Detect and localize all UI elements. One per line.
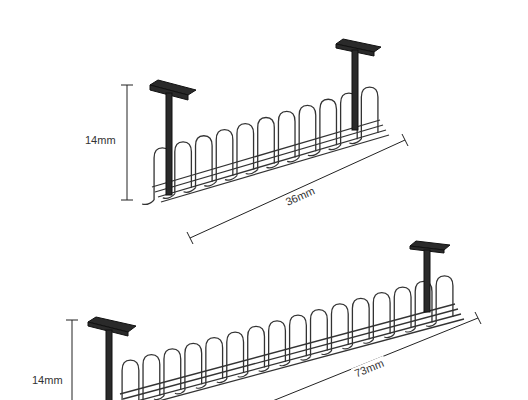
tray-loop-front xyxy=(259,368,269,372)
tray-rail xyxy=(129,319,464,400)
tray-rail xyxy=(155,125,383,192)
tray-loop-front xyxy=(342,345,352,349)
mount-posts xyxy=(88,39,450,400)
tray-loop-front xyxy=(384,334,394,338)
tray-loop xyxy=(248,326,265,373)
tray-loop-front xyxy=(142,200,154,205)
tray-loop-front xyxy=(426,323,436,327)
tray-rail xyxy=(123,309,458,399)
tray-loop-front xyxy=(280,362,290,366)
tray-loop-front xyxy=(204,182,216,187)
tray-loop xyxy=(175,142,192,194)
tray-loop-front xyxy=(363,340,373,344)
tray-loop xyxy=(196,136,213,188)
tray-rail xyxy=(158,130,386,197)
tray-loop xyxy=(206,338,223,385)
tray-loop-front xyxy=(175,390,185,394)
tray-loop xyxy=(216,130,233,182)
tray-loop-front xyxy=(196,385,206,389)
tray-loop xyxy=(320,99,337,151)
dimension-label: 14mm xyxy=(83,134,118,147)
tray-loop-front xyxy=(308,151,320,156)
tray-loop xyxy=(290,315,307,362)
tray-loop xyxy=(299,105,316,157)
tray-loop-front xyxy=(329,145,341,150)
tray-loop-front xyxy=(287,157,299,162)
tray-loop xyxy=(373,293,390,340)
tray-loop-front xyxy=(266,163,278,168)
tray-loop-front xyxy=(405,328,415,332)
tray-rail xyxy=(161,135,389,202)
tray-loop-front xyxy=(321,351,331,355)
tray-loop xyxy=(311,310,328,357)
tray-loop-front xyxy=(301,357,311,361)
dimension-label: 73mm xyxy=(351,356,388,381)
dimension-label: 14mm xyxy=(30,374,65,387)
tray-loop-front xyxy=(238,373,248,377)
tray-loop-front xyxy=(217,379,227,383)
tray-loop xyxy=(352,298,369,345)
tray-loop xyxy=(331,304,348,351)
tray-loop xyxy=(122,360,139,400)
tray-loop xyxy=(258,118,275,170)
tray-loop xyxy=(436,276,453,323)
tray-loop xyxy=(278,111,295,163)
dimension-lines xyxy=(66,85,481,400)
tray-loop-front xyxy=(154,396,164,400)
wire-trays xyxy=(112,87,464,400)
tray-loop-front xyxy=(246,170,258,175)
tray-rail xyxy=(152,120,380,187)
tray-loop-front xyxy=(225,176,237,181)
tray-loop xyxy=(394,287,411,334)
tray-loop xyxy=(269,321,286,368)
tray-loop xyxy=(237,124,254,176)
tray-loop xyxy=(361,87,378,139)
tray-loop xyxy=(143,355,160,400)
tray-loop xyxy=(185,343,202,390)
tray-loop-front xyxy=(349,139,361,144)
tray-loop-front xyxy=(184,188,196,193)
tray-loop xyxy=(227,332,244,379)
tray-loop xyxy=(164,349,181,396)
